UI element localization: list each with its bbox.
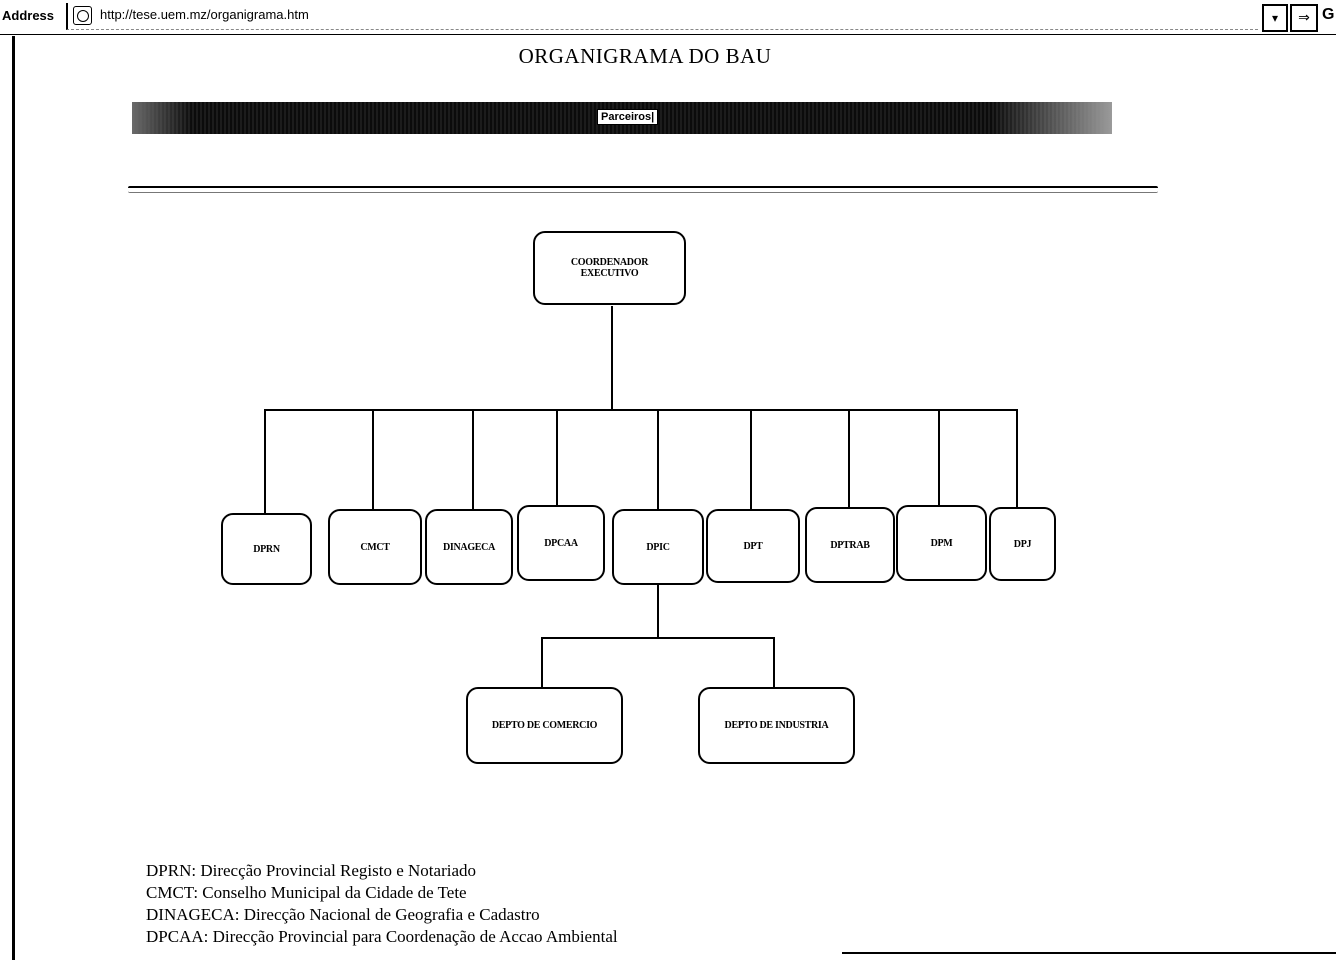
horizontal-divider — [128, 186, 1158, 193]
org-box-depto-industria: DEPTO DE INDUSTRIA — [698, 687, 855, 764]
legend-item: DPCAA: Direcção Provincial para Coordena… — [146, 927, 618, 946]
org-box-dpj: DPJ — [989, 507, 1056, 581]
legend-item: DPRN: Direcção Provincial Registo e Nota… — [146, 861, 477, 880]
connector-level3-bar — [541, 637, 775, 639]
org-box-dptrab: DPTRAB — [805, 507, 895, 583]
connector-dpt — [750, 409, 752, 509]
page-title: ORGANIGRAMA DO BAU — [518, 44, 772, 68]
page-frame-left-border — [12, 36, 15, 960]
connector-root-down — [611, 306, 613, 410]
legend-item: CMCT: Conselho Municipal da Cidade de Te… — [146, 883, 467, 902]
bottom-divider — [842, 952, 1336, 956]
nav-link-parceiros[interactable]: Parceiros| — [597, 109, 659, 125]
org-box-dpcaa: DPCAA — [517, 505, 605, 581]
address-dropdown-button[interactable]: ▾ — [1262, 4, 1288, 32]
address-input[interactable]: http://tese.uem.mz/organigrama.htm — [66, 3, 1258, 30]
legend: DPRN: Direcção Provincial Registo e Nota… — [146, 860, 618, 948]
nav-bar-fade-right — [992, 102, 1112, 134]
page-icon — [73, 6, 92, 25]
connector-level2-bar — [264, 409, 1018, 411]
nav-bar: Parceiros| — [132, 102, 1112, 134]
org-box-dpm: DPM — [896, 505, 987, 581]
connector-cmct — [372, 409, 374, 509]
org-box-dprn: DPRN — [221, 513, 312, 585]
connector-comercio — [541, 637, 543, 687]
org-box-dpic: DPIC — [612, 509, 704, 585]
connector-dpic-down — [657, 583, 659, 638]
go-label[interactable]: G — [1322, 6, 1335, 23]
address-url[interactable]: http://tese.uem.mz/organigrama.htm — [100, 7, 309, 22]
connector-dpj — [1016, 409, 1018, 507]
connector-industria — [773, 637, 775, 687]
nav-bar-fade-left — [132, 102, 192, 134]
address-label: Address — [2, 8, 55, 23]
org-box-root: COORDENADOR EXECUTIVO — [533, 231, 686, 305]
address-bar: Address http://tese.uem.mz/organigrama.h… — [0, 0, 1336, 35]
connector-dinageca — [472, 409, 474, 509]
org-box-depto-comercio: DEPTO DE COMERCIO — [466, 687, 623, 764]
org-box-dpt: DPT — [706, 509, 800, 583]
connector-dprn — [264, 409, 266, 513]
go-arrow-icon[interactable]: ⇒ — [1290, 4, 1318, 32]
connector-dpcaa — [556, 409, 558, 505]
connector-dpic — [657, 409, 659, 509]
connector-dptrab — [848, 409, 850, 507]
org-box-cmct: CMCT — [328, 509, 422, 585]
org-box-dinageca: DINAGECA — [425, 509, 513, 585]
connector-dpm — [938, 409, 940, 505]
legend-item: DINAGECA: Direcção Nacional de Geografia… — [146, 905, 540, 924]
